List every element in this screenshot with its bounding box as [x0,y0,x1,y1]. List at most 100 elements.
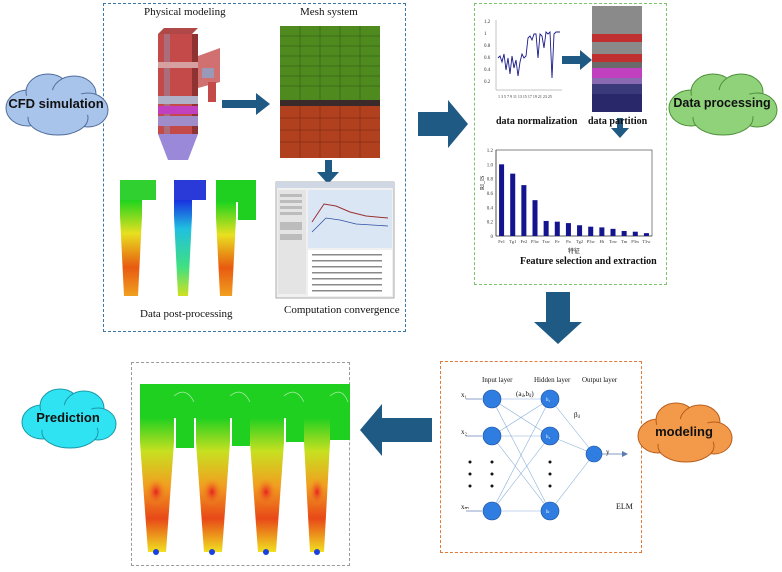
mesh-grid-image [280,26,380,158]
x-tick-label: P3w [531,239,540,244]
prediction-furnace-4 [304,418,350,555]
bar [632,231,638,236]
data-post-processing-caption: Data post-processing [140,308,233,320]
y-tick-label: 0.4 [487,206,494,211]
post-processing-contours [120,180,256,296]
svg-text:1 3 5 7 9 11 13 15 17 19 21 23: 1 3 5 7 9 11 13 15 17 19 21 23 25 [498,94,552,99]
bar [577,225,583,236]
prediction-cloud: Prediction [18,386,118,452]
svg-text:hₗ: hₗ [546,510,550,515]
y-tick-label: 0 [491,235,494,240]
physical-modeling-caption: Physical modeling [144,6,226,18]
output-node [585,445,603,463]
hidden-node-2 [540,426,560,446]
modeling-label: modeling [655,424,713,439]
x-tick-label: Tsw [542,239,550,244]
output-layer-label: Output layer [582,376,618,384]
y-tick-label: 0.8 [487,178,494,183]
bar [521,185,527,236]
cfd-simulation-label: CFD simulation [8,96,104,111]
x-tick-label: P3w [631,239,640,244]
prediction-contours [140,384,350,555]
bar [588,226,594,236]
elm-label: ELM [616,502,633,511]
hidden-node-l [540,501,560,521]
x-tick-label: Fe1 [498,239,505,244]
cfd-frame [103,3,406,332]
prediction-label: Prediction [36,410,100,425]
y-tick-label: 1.0 [487,163,494,168]
arrow-norm-to-partition [562,50,592,70]
feature-selection-caption: Feature selection and extraction [520,256,657,267]
x-tick-label: Pa [566,239,571,244]
contour-species [216,180,256,296]
bar [554,221,560,236]
svg-text:0.6: 0.6 [484,56,491,61]
beta-label: βᵢⱼ [574,411,580,419]
bar [565,223,571,236]
data-processing-cloud: Data processing [665,70,779,138]
y-tick-label: 0.2 [487,221,494,226]
arrow-modeling-to-prediction [360,404,432,456]
input-node-1 [482,389,502,409]
cfd-simulation-cloud: CFD simulation [2,70,110,138]
x-tick-label: Fe2 [520,239,527,244]
data-processing-label: Data processing [673,96,771,110]
y-tick-label: 0.6 [487,192,494,197]
x-tick-label: T3w [642,239,651,244]
svg-text:h₂: h₂ [546,435,551,440]
bar [621,230,627,236]
modeling-frame [440,361,642,553]
svg-text:0.8: 0.8 [484,44,491,49]
prediction-furnace-3 [250,418,304,555]
y-label: y [606,448,610,456]
data-partition-stack [592,6,642,112]
data-processing-frame [474,3,667,285]
bar [510,173,516,236]
data-partition-caption: data partition [588,116,648,127]
y-tick-label: 1.2 [487,149,494,154]
svg-text:1.2: 1.2 [484,20,491,25]
weights-label: (aᵢⱼ,bᵢⱼ) [516,390,534,398]
contour-velocity [174,180,206,296]
bar [499,164,505,236]
boiler-3d-model [158,28,220,160]
data-normalization-caption: data normalization [496,116,578,127]
xm-label: xₘ [461,503,469,511]
hidden-node-1 [540,389,560,409]
input-node-2 [482,426,502,446]
svg-text:h₁: h₁ [546,398,551,403]
bar [643,233,649,236]
contour-temperature [120,180,156,296]
x2-label: x₂ [461,428,467,436]
plot-frame [495,149,653,237]
hidden-layer-label: Hidden layer [534,376,571,384]
arrow-data-to-modeling [534,292,582,344]
modeling-cloud: modeling [634,400,734,466]
x-tick-label: Fe [555,239,560,244]
computation-convergence-caption: Computation convergence [284,304,400,316]
svg-text:0.2: 0.2 [484,80,491,85]
convergence-screenshot [275,181,395,299]
x-tick-label: Tg1 [509,239,516,244]
x1-label: x₁ [461,391,467,399]
arrow-mesh-to-convergence [317,160,339,184]
arrow-cfd-to-data [418,100,468,148]
normalization-line-chart: 1.210.8 0.60.40.2 1 3 5 7 9 11 13 15 17 … [484,20,562,99]
arrow-partition-to-feature [611,118,629,138]
elm-network-diagram: h₁ h₂ hₗ [466,389,628,521]
bar [599,227,605,236]
prediction-frame [131,362,350,566]
x-tick-label: Tg2 [576,239,583,244]
input-layer-label: Input layer [482,376,513,384]
x-tick-label: Tm [621,239,628,244]
prediction-furnace-2 [196,418,250,555]
input-node-m [482,501,502,521]
chart-xlabel: 特征 [568,249,581,255]
bar [532,200,538,236]
x-tick-label: P3w [587,239,596,244]
arrow-physical-to-mesh [222,93,270,115]
svg-text:1: 1 [484,32,487,37]
